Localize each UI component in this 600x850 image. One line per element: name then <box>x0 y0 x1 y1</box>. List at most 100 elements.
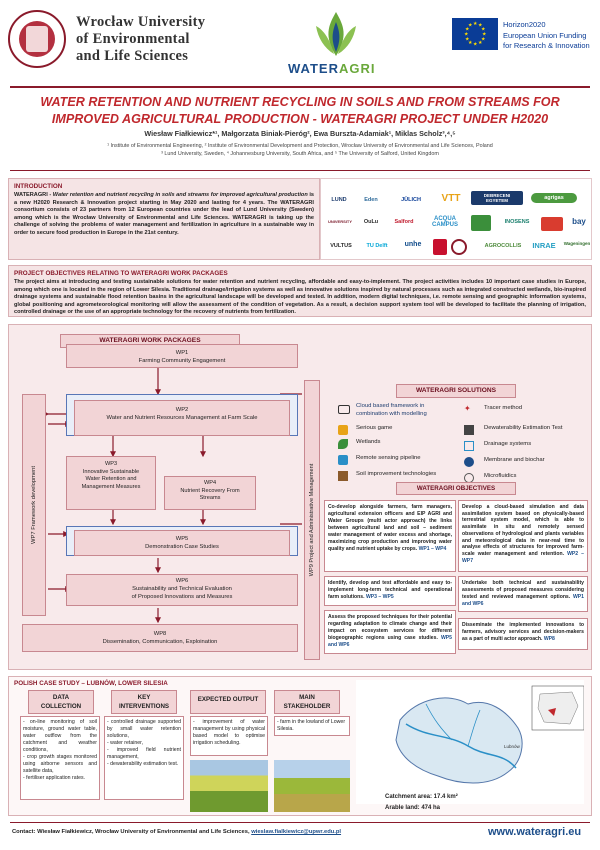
partner-logo: LUND <box>331 197 347 203</box>
university-logo <box>8 10 66 68</box>
partner-logo: INOSENS <box>504 219 530 225</box>
objective-card: Disseminate the implemented innovations … <box>458 618 588 650</box>
partner-logo: OuLu <box>363 219 379 225</box>
partner-logo: VTT <box>441 193 461 204</box>
wateragri-objectives-title: WATERAGRI OBJECTIVES <box>396 482 516 495</box>
partner-logo: ACQUA CAMPUS <box>431 216 458 228</box>
wp5-name: Demonstration Case Studies <box>145 544 219 550</box>
svg-text:★: ★ <box>482 32 487 38</box>
introduction-title: INTRODUCTION <box>14 183 63 190</box>
wp6-name: of Proposed Innovations and Measures <box>131 594 233 600</box>
solutions-left-list: Cloud based framework in combination wit… <box>336 403 456 485</box>
wp2-label: WP2 <box>175 407 189 413</box>
eu-text-line: for Research & Innovation <box>503 41 590 50</box>
case-study-title: POLISH CASE STUDY – LUBNÓW, LOWER SILESI… <box>14 680 168 687</box>
wp4-label: WP4 <box>203 480 217 486</box>
case-column-body: - on-line monitoring of soil moisture, g… <box>20 716 100 800</box>
game-icon <box>338 425 348 435</box>
partner-logo: Eden <box>364 197 378 203</box>
solution-item: Drainage systems <box>462 441 586 457</box>
introduction-section: INTRODUCTION WATERAGRI - Water retention… <box>8 178 320 260</box>
authors: Wiesław Fiałkiewicz*¹, Małgorzata Biniak… <box>144 129 456 138</box>
wp8-box: WP8 Dissemination, Communication, Exploi… <box>22 624 298 652</box>
wp3-box: WP3 Innovative Sustainable Water Retenti… <box>66 456 156 510</box>
partner-logo <box>471 215 491 231</box>
svg-text:★: ★ <box>465 37 470 43</box>
introduction-text: WATERAGRI - Water retention and nutrient… <box>14 192 314 236</box>
svg-text:★: ★ <box>481 37 486 43</box>
wp2-box: WP2 Water and Nutrient Resources Managem… <box>74 400 290 436</box>
partner-logo <box>541 217 563 231</box>
drainage-icon <box>464 441 474 451</box>
wp3-label: WP3 <box>104 461 118 467</box>
wp6-label: WP6 <box>175 578 189 584</box>
eu-flag-icon: ★★★★★★★★★★★★ <box>452 18 498 50</box>
membrane-icon <box>464 457 474 467</box>
wp2-name: Water and Nutrient Resources Management … <box>106 415 258 421</box>
affiliation-line: ³ Lund University, Sweden, ⁴ Johannesbur… <box>161 151 439 157</box>
svg-text:★: ★ <box>468 40 473 46</box>
solution-item: Dewaterability Estimation Test <box>462 425 586 441</box>
wp3-name: Water Retention and <box>85 476 137 483</box>
partner-logo <box>451 239 467 255</box>
case-column-body: - improvement of water management by usi… <box>190 716 268 756</box>
partner-logo: bay <box>572 217 586 226</box>
partner-logo: DEBRECENI EGYETEM <box>471 191 523 205</box>
wp7-box: WP7 Framework development <box>22 394 46 616</box>
wp7-label: WP7 Framework development <box>31 466 37 544</box>
footer-divider <box>10 822 590 823</box>
wp5-box: WP5 Demonstration Case Studies <box>74 530 290 556</box>
svg-text:★: ★ <box>478 23 483 29</box>
partner-logo: VULTUS <box>330 243 352 249</box>
work-packages-diagram <box>43 364 302 624</box>
contact-email-link[interactable]: wieslaw.fialkiewicz@upwr.edu.pl <box>251 829 342 835</box>
objective-card: Co-develop alongside farmers, farm manag… <box>324 500 456 572</box>
wp4-box: WP4 Nutrient Recovery From Streams <box>164 476 256 510</box>
partner-logo: TU Delft <box>366 243 388 249</box>
solution-item: Remote sensing pipeline <box>336 455 456 471</box>
wp8-label: WP8 <box>153 631 167 637</box>
university-name-line: and Life Sciences <box>76 48 189 64</box>
wp9-label: WP9 Project and Administrative Managemen… <box>309 463 315 577</box>
case-column-body: - controlled drainage supported by small… <box>104 716 184 800</box>
case-column-head: EXPECTED OUTPUT <box>190 690 266 714</box>
solution-item: Wetlands <box>336 439 456 455</box>
wateragri-logo-text: WATERAGRI <box>288 61 376 76</box>
wp1-label: WP1 <box>175 350 189 356</box>
wp3-name: Innovative Sustainable <box>82 468 140 475</box>
test-icon <box>464 425 474 435</box>
eu-text-line: Horizon2020 <box>503 20 546 29</box>
partner-logo: Wageningen <box>563 241 591 246</box>
wp3-name: Management Measures <box>81 483 141 490</box>
wateragri-logo-icon <box>316 12 356 56</box>
wetland-icon <box>338 439 348 449</box>
wp6-box: WP6 Sustainability and Technical Evaluat… <box>66 574 298 606</box>
project-objectives-title: PROJECT OBJECTIVES RELATING TO WATERAGRI… <box>14 270 228 277</box>
wp1-name: Farming Community Engagement <box>138 358 226 364</box>
field-photo <box>190 760 268 812</box>
svg-text:★: ★ <box>468 23 473 29</box>
map-label: Lubnów <box>504 744 520 749</box>
wp1-box: WP1 Farming Community Engagement <box>66 344 298 368</box>
university-name: Wrocław University of Environmental and … <box>76 14 205 65</box>
solutions-right-list: ✦Tracer method Dewaterability Estimation… <box>462 405 586 487</box>
eu-funding-text: Horizon2020 European Union Funding for R… <box>503 20 590 52</box>
header-divider <box>10 86 590 88</box>
solution-item: Membrane and biochar <box>462 457 586 473</box>
partner-logo: UNIVERSITY <box>327 219 352 224</box>
title-divider <box>10 170 590 171</box>
wp9-box: WP9 Project and Administrative Managemen… <box>304 380 320 660</box>
website-link[interactable]: www.wateragri.eu <box>488 826 582 838</box>
objective-card: Assess the proposed techniques for their… <box>324 610 456 654</box>
svg-text:★: ★ <box>473 21 478 27</box>
university-name-line: Wrocław University <box>76 14 206 30</box>
poster-title: WATER RETENTION AND NUTRIENT RECYCLING I… <box>40 95 560 126</box>
objective-card: Develop a cloud-based simulation and dat… <box>458 500 588 572</box>
solutions-title: WATERAGRI SOLUTIONS <box>396 384 516 398</box>
affiliation-line: ¹ Institute of Environmental Engineering… <box>107 143 493 149</box>
partner-logo: JÜLICH <box>401 197 421 203</box>
partner-logo: agrigas <box>531 193 577 203</box>
wp6-name: Sustainability and Technical Evaluation <box>132 586 232 592</box>
svg-text:★: ★ <box>478 40 483 46</box>
